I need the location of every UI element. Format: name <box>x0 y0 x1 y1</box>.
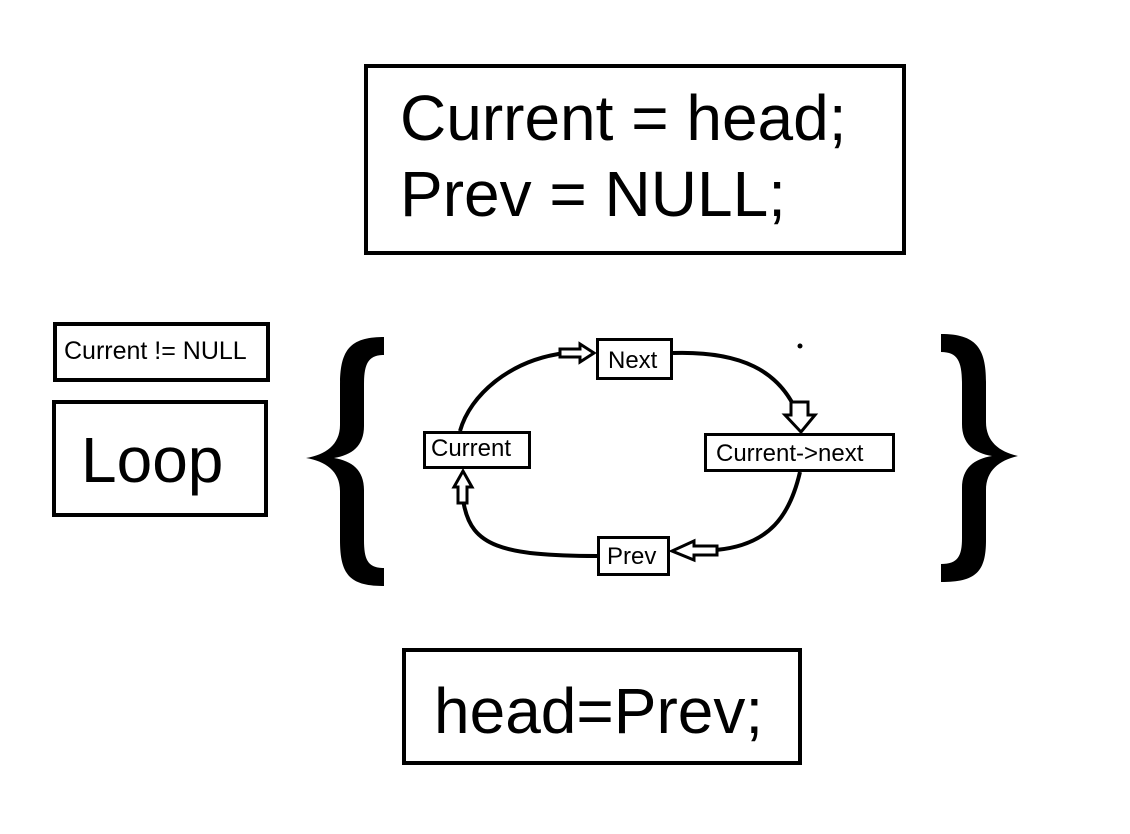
node-current: Current <box>423 431 531 469</box>
arrow-into-current <box>451 467 475 505</box>
final-statement-box: head=Prev; <box>402 648 802 765</box>
loop-label-text: Loop <box>81 424 224 496</box>
node-next-label: Next <box>608 347 658 374</box>
init-statements-box: Current = head; Prev = NULL; <box>364 64 906 255</box>
init-line-current: Current = head; <box>400 82 847 154</box>
arrow-into-prev <box>668 538 719 563</box>
node-current-next: Current->next <box>704 433 895 472</box>
stray-dot <box>797 343 803 349</box>
open-brace <box>306 337 384 586</box>
loop-label-box: Loop <box>52 400 268 517</box>
edge-current-to-next <box>458 351 590 432</box>
edge-next-to-current-next <box>672 350 800 416</box>
edge-prev-to-current <box>460 491 598 558</box>
node-next: Next <box>596 338 673 380</box>
node-prev-label: Prev <box>607 543 657 570</box>
final-statement-text: head=Prev; <box>434 675 764 747</box>
loop-condition-box: Current != NULL <box>53 322 270 382</box>
node-current-next-label: Current->next <box>716 440 864 467</box>
close-brace <box>941 334 1018 582</box>
node-current-label: Current <box>431 435 512 462</box>
node-prev: Prev <box>597 536 670 576</box>
init-line-prev: Prev = NULL; <box>400 158 786 230</box>
loop-condition-text: Current != NULL <box>64 337 247 365</box>
arrow-into-current-next <box>781 400 819 435</box>
arrow-into-next <box>558 341 597 365</box>
edge-current-next-to-prev <box>715 471 802 552</box>
